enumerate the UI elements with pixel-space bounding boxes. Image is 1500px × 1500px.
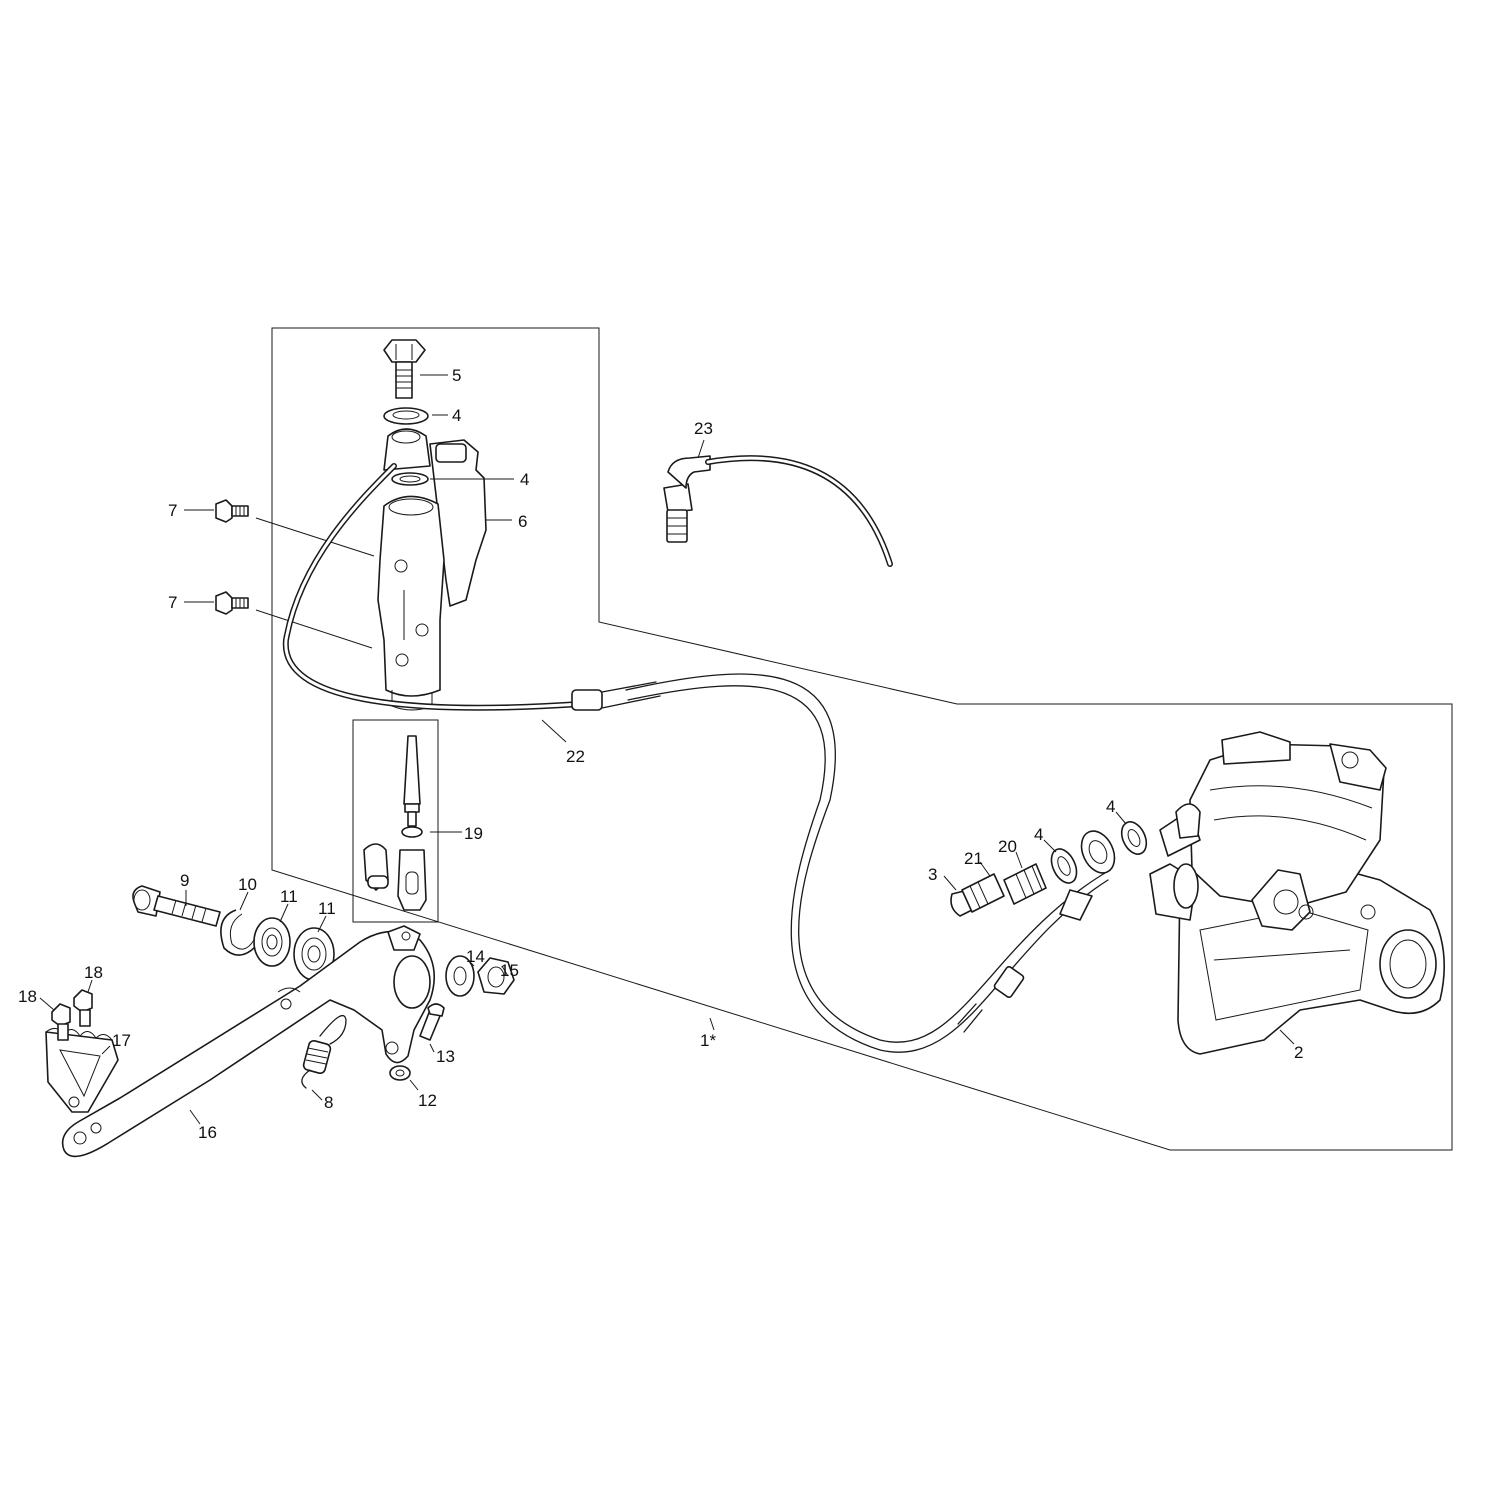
callout-22: 22	[566, 747, 585, 766]
callout-8: 8	[324, 1093, 333, 1112]
nut-part-15	[477, 957, 515, 995]
callout-21: 21	[964, 849, 983, 868]
callout-7: 7	[168, 501, 177, 520]
callout-18: 18	[18, 987, 37, 1006]
washer-part-14	[445, 955, 475, 997]
bearing-part-11-a	[253, 917, 291, 967]
master-cylinder-body-part-6	[377, 439, 487, 711]
pushrod-inset-frame	[352, 719, 439, 923]
callout-4: 4	[1034, 825, 1043, 844]
kit-outline	[271, 327, 1453, 1151]
callout-10: 10	[238, 875, 257, 894]
bolt-part-18-a	[51, 1003, 71, 1041]
callout-9: 9	[180, 871, 189, 890]
washer-part-4-caliper-a	[1050, 848, 1078, 884]
callout-5: 5	[452, 366, 461, 385]
callout-20: 20	[998, 837, 1017, 856]
leader-lines	[39, 374, 1295, 1125]
pivot-bolt-part-9	[132, 885, 221, 927]
callout-14: 14	[466, 947, 485, 966]
bearing-part-11-b	[293, 927, 335, 981]
callout-7: 7	[168, 593, 177, 612]
bolt-part-7-lower	[215, 591, 249, 615]
callout-11: 11	[318, 899, 336, 918]
callout-labels: 5 4 4 6 7 7 23 22 19 9 10 11 11 14 15 18…	[18, 366, 1303, 1142]
callout-4: 4	[520, 470, 529, 489]
callout-23: 23	[694, 419, 713, 438]
caliper-hose	[625, 673, 1111, 1053]
banjo-eye-caliper	[1080, 830, 1116, 874]
bleed-screw-part-21	[961, 873, 1005, 913]
pedal-step-part-17	[45, 1028, 119, 1113]
return-spring-part-8	[301, 1015, 347, 1089]
banjo-bolt-part-5	[383, 339, 426, 399]
washer-part-4-upper	[383, 407, 429, 425]
banjo-bolt-part-20	[1003, 863, 1047, 905]
callout-6: 6	[518, 512, 527, 531]
bolt-part-7-upper	[215, 499, 249, 523]
brake-pedal-part-16	[61, 925, 436, 1158]
banjo-fitting	[383, 428, 431, 471]
bolt-part-18-b	[73, 989, 93, 1027]
callout-16: 16	[198, 1123, 217, 1142]
callout-15: 15	[500, 961, 519, 980]
pushrod-part-19	[363, 735, 427, 911]
brake-caliper-part-2	[1149, 731, 1445, 1055]
bolt-part-13	[419, 1003, 445, 1041]
master-cylinder-group	[215, 339, 661, 711]
brake-hose-part-22	[282, 463, 661, 711]
washer-part-4-caliper-b	[1120, 821, 1148, 855]
callout-17: 17	[112, 1031, 131, 1050]
callout-4: 4	[1106, 797, 1115, 816]
callout-3: 3	[928, 865, 937, 884]
callout-13: 13	[436, 1047, 455, 1066]
callout-11: 11	[280, 887, 298, 906]
callout-2: 2	[1294, 1043, 1303, 1062]
washer-part-4-lower	[391, 472, 429, 486]
callout-1: 1*	[700, 1031, 716, 1050]
circlip-part-10	[220, 909, 259, 956]
callout-18: 18	[84, 963, 103, 982]
vent-hose-part-23	[663, 455, 893, 567]
nut-part-12	[389, 1065, 411, 1081]
callout-12: 12	[418, 1091, 437, 1110]
callout-4: 4	[452, 406, 461, 425]
callout-19: 19	[464, 824, 483, 843]
